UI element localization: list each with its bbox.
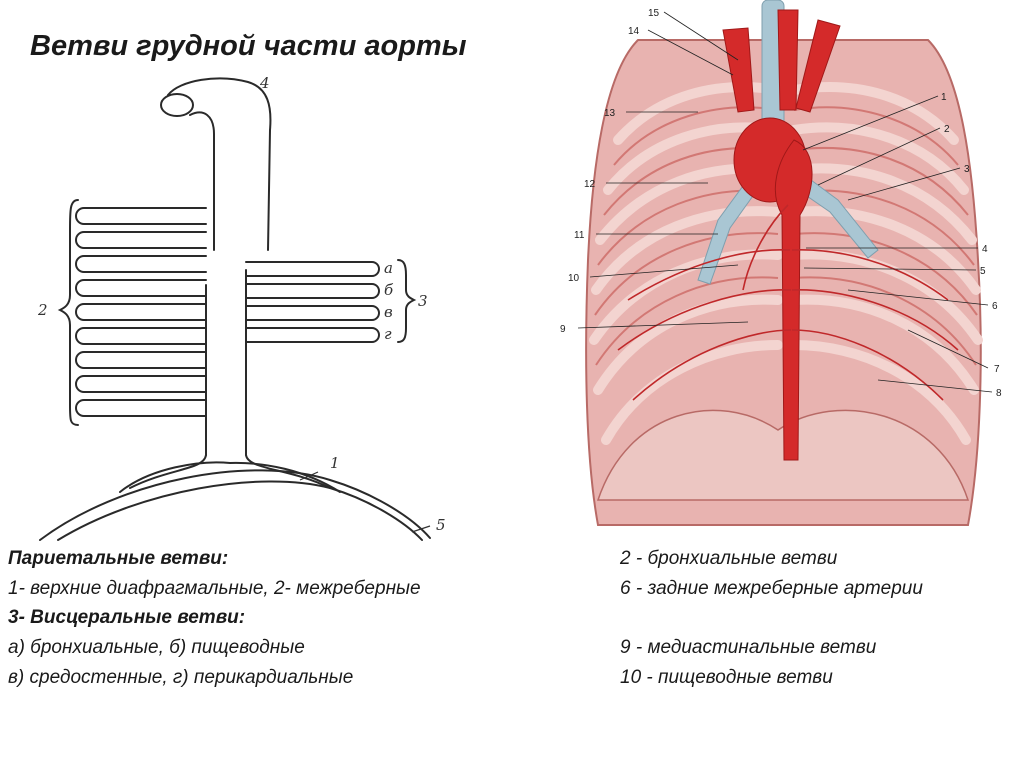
figure-number-13: 13 — [604, 108, 616, 119]
intercostal-branches — [76, 208, 206, 416]
figure-number-3: 3 — [964, 164, 970, 175]
visceral-label-g: г — [384, 325, 392, 343]
legend-visceral-vg: в) средостенные, г) перикардиальные — [8, 667, 353, 689]
figure-number-11: 11 — [574, 230, 585, 241]
legend-right-2: 2 - бронхиальные ветви — [620, 548, 837, 570]
figure-number-14: 14 — [628, 26, 640, 37]
schema-label-1: 1 — [330, 454, 340, 472]
aorta-branch-schema: 4 2 3 1 5 а б в г — [0, 60, 480, 560]
thorax-anatomical-figure: 15 14 13 12 11 10 9 1 2 3 4 5 6 6 7 8 — [548, 0, 1024, 540]
legend-visceral-ab: а) бронхиальные, б) пищеводные — [8, 637, 305, 659]
figure-number-8: 8 — [996, 388, 1002, 399]
figure-number-15: 15 — [648, 8, 660, 19]
schema-label-3: 3 — [418, 292, 428, 310]
visceral-label-b: б — [384, 281, 394, 299]
visceral-brace — [398, 260, 414, 342]
figure-number-2: 2 — [944, 124, 950, 135]
visceral-label-a: а — [384, 259, 393, 277]
figure-number-6a: 6 — [992, 301, 998, 312]
legend-parietal-heading: Париетальные ветви: — [8, 548, 228, 570]
figure-number-4: 4 — [982, 244, 988, 255]
visceral-labels: а б в г — [384, 259, 394, 343]
schema-label-5: 5 — [436, 516, 446, 534]
figure-number-9: 9 — [560, 324, 566, 335]
figure-number-5: 5 — [980, 266, 986, 277]
figure-number-1: 1 — [941, 92, 947, 103]
figure-number-7: 7 — [994, 364, 1000, 375]
legend-right-9: 9 - медиастинальные ветви — [620, 637, 876, 659]
page-title: Ветви грудной части аорты — [30, 30, 466, 63]
schema-label-2: 2 — [37, 301, 48, 319]
legend-right-6: 6 - задние межреберные артерии — [620, 578, 923, 600]
visceral-label-v: в — [384, 303, 393, 321]
visceral-branches — [246, 262, 379, 342]
legend-visceral-heading: 3- Висцеральные ветви: — [8, 607, 245, 629]
legend-right-10: 10 - пищеводные ветви — [620, 667, 833, 689]
figure-number-12: 12 — [584, 179, 596, 190]
schema-label-4: 4 — [259, 74, 270, 92]
legend-parietal-items: 1- верхние диафрагмальные, 2- межреберны… — [8, 578, 421, 600]
figure-number-10: 10 — [568, 273, 580, 284]
